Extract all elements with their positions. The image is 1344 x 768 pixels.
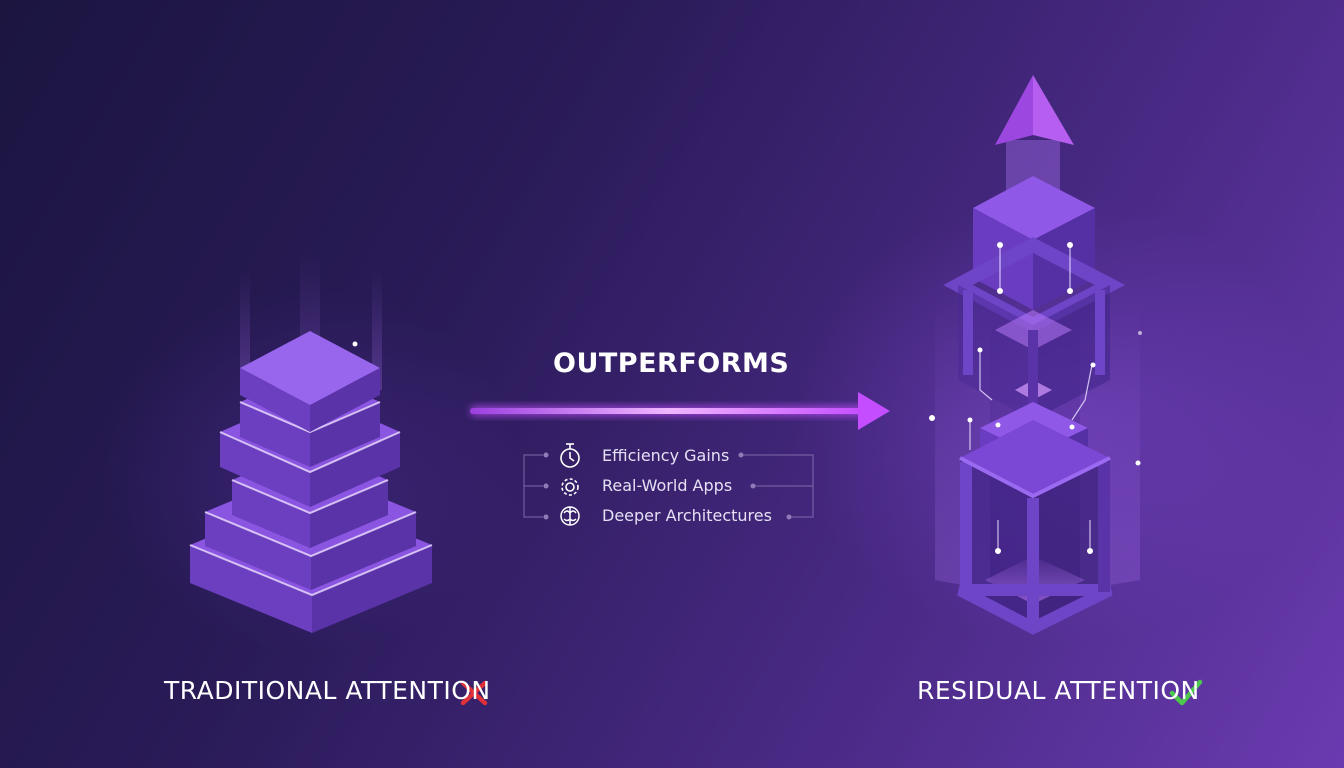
residual-tower	[929, 75, 1142, 635]
middle-frame	[943, 237, 1126, 420]
stack-layer	[240, 331, 380, 432]
outperforms-title: OUTPERFORMS	[553, 348, 790, 379]
brain-icon	[560, 506, 580, 526]
traditional-attention-label: TRADITIONAL ATTENTION	[164, 676, 491, 705]
stopwatch-icon	[560, 443, 580, 468]
bottom-frame	[957, 420, 1113, 635]
benefit-connectors	[523, 454, 814, 518]
check-icon	[1169, 679, 1203, 706]
benefit-efficiency-gains: Efficiency Gains	[602, 446, 730, 465]
outperforms-arrow	[470, 392, 890, 430]
residual-attention-label: RESIDUAL ATTENTION	[917, 676, 1200, 705]
cross-icon	[460, 680, 488, 706]
benefit-real-world-apps: Real-World Apps	[602, 476, 733, 495]
benefit-deeper-architectures: Deeper Architectures	[602, 506, 772, 525]
gear-icon	[561, 478, 579, 496]
traditional-stack	[189, 250, 433, 633]
